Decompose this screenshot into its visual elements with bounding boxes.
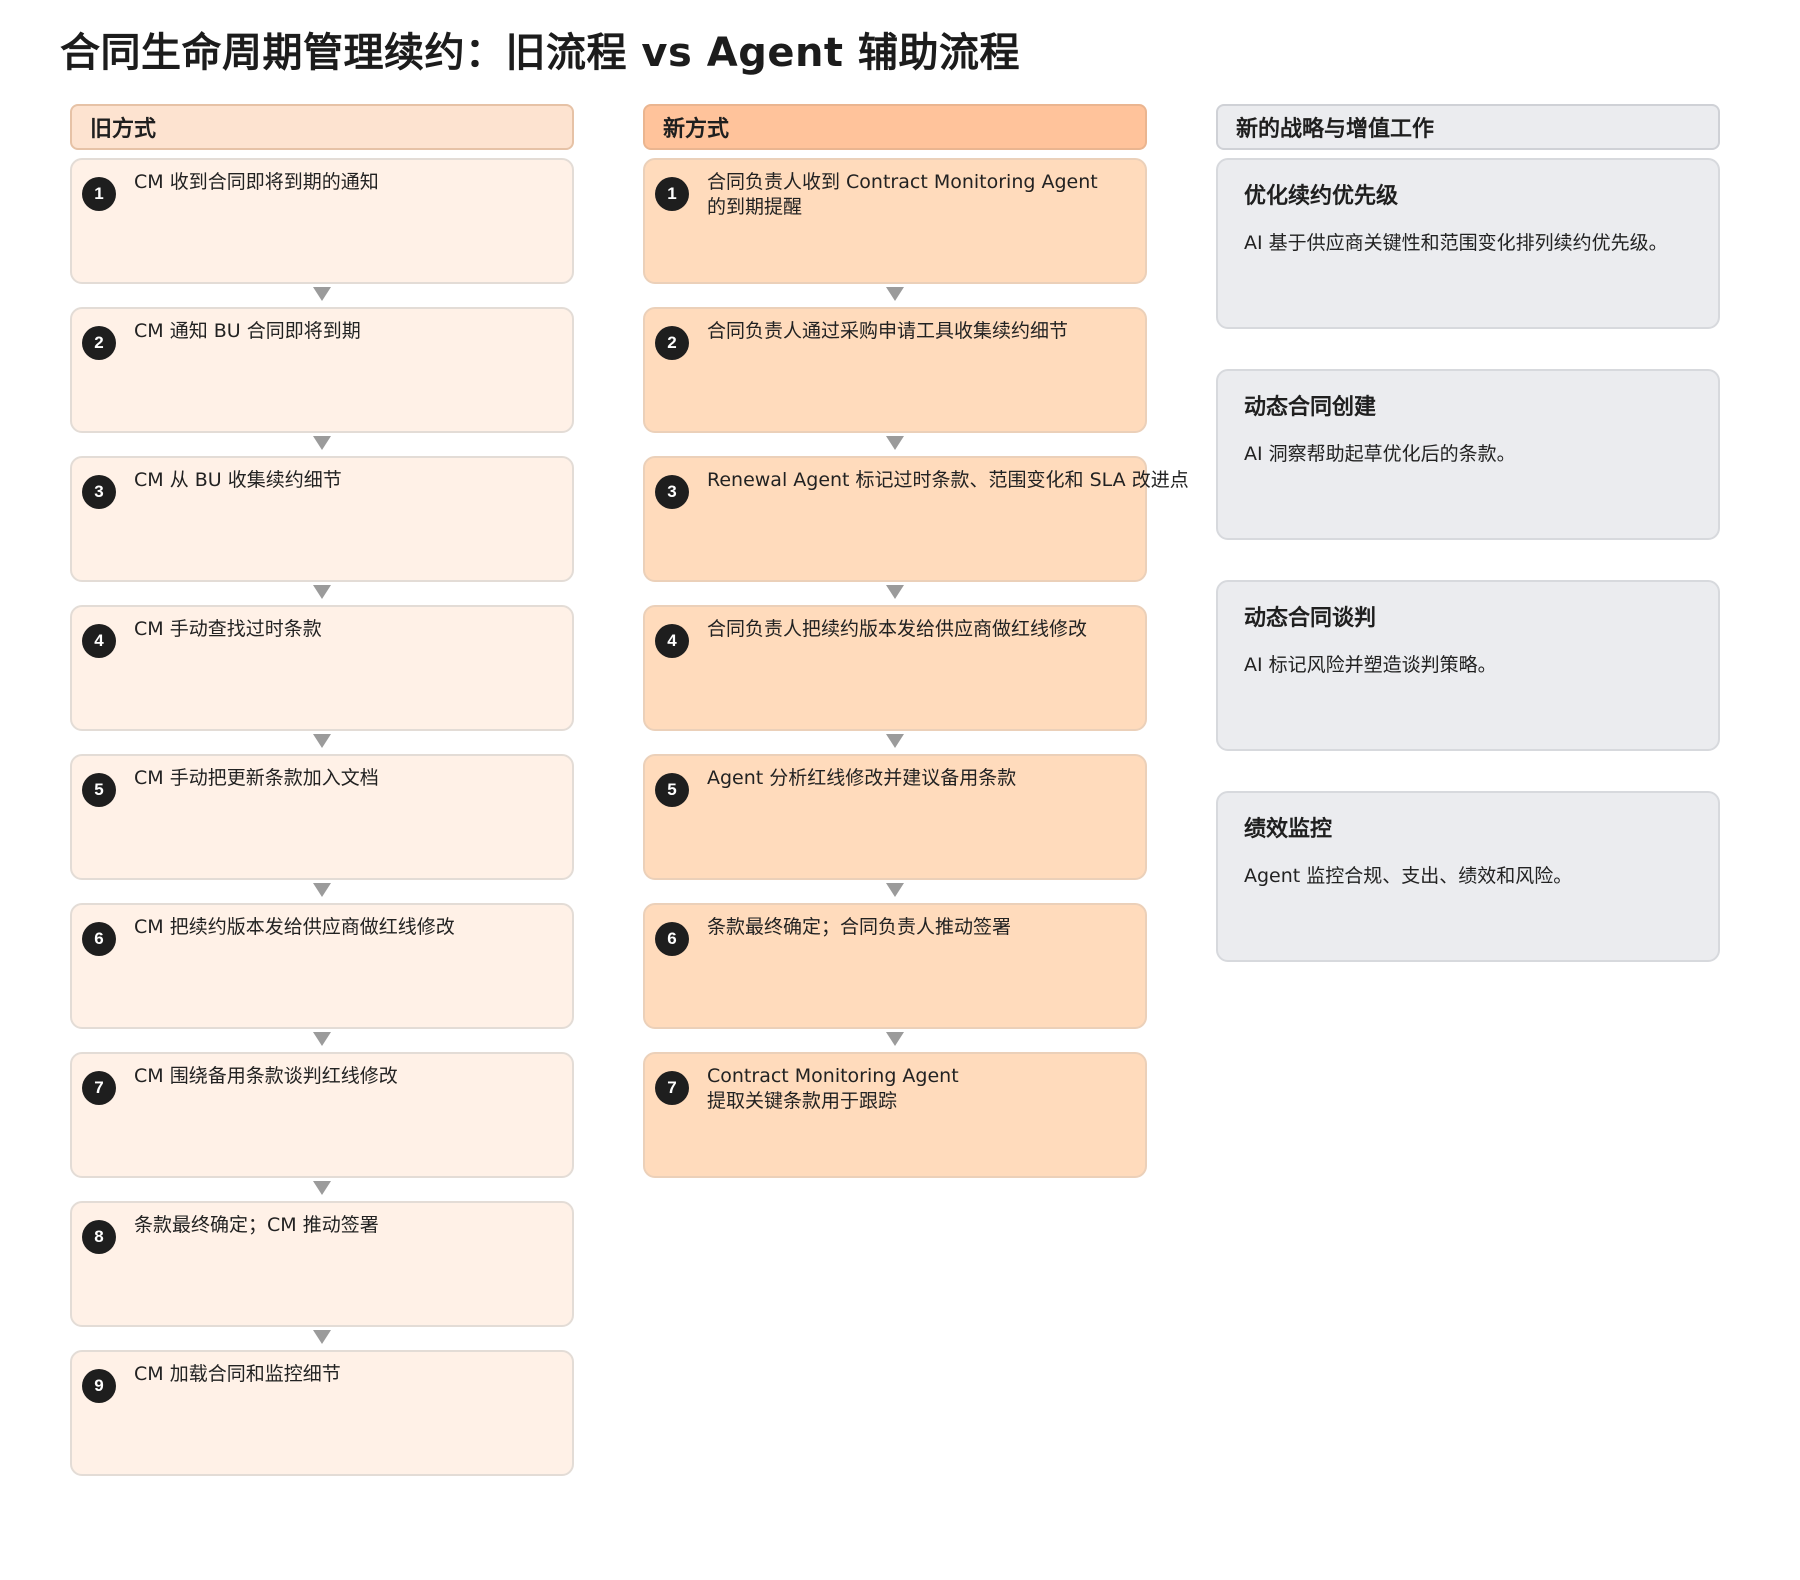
new-step: 4 合同负责人把续约版本发给供应商做红线修改 bbox=[643, 605, 1147, 748]
page-title: 合同生命周期管理续约：旧流程 vs Agent 辅助流程 bbox=[60, 30, 1020, 76]
old-way-header: 旧方式 bbox=[70, 104, 574, 150]
step-number-badge: 3 bbox=[655, 475, 689, 509]
step-text: 合同负责人收到 Contract Monitoring Agent 的到期提醒 bbox=[707, 171, 1098, 218]
down-arrow-icon bbox=[886, 883, 904, 897]
strategic-work-column: 新的战略与增值工作 优化续约优先级 AI 基于供应商关键性和范围变化排列续约优先… bbox=[1216, 104, 1720, 1002]
new-way-steps: 1 合同负责人收到 Contract Monitoring Agent 的到期提… bbox=[643, 158, 1189, 1178]
card-title: 动态合同谈判 bbox=[1244, 606, 1377, 631]
down-arrow-icon bbox=[313, 734, 331, 748]
old-step: 6 CM 把续约版本发给供应商做红线修改 bbox=[70, 903, 574, 1046]
strategic-cards: 优化续约优先级 AI 基于供应商关键性和范围变化排列续约优先级。 动态合同创建 … bbox=[1216, 158, 1720, 962]
step-number-badge: 3 bbox=[82, 475, 116, 509]
step-text: CM 通知 BU 合同即将到期 bbox=[134, 320, 361, 342]
step-text: 条款最终确定；合同负责人推动签署 bbox=[707, 916, 1012, 938]
new-step: 6 条款最终确定；合同负责人推动签署 bbox=[643, 903, 1147, 1046]
down-arrow-icon bbox=[313, 287, 331, 301]
step-text: CM 围绕备用条款谈判红线修改 bbox=[134, 1065, 398, 1087]
card-description: AI 基于供应商关键性和范围变化排列续约优先级。 bbox=[1244, 232, 1668, 254]
down-arrow-icon bbox=[886, 436, 904, 450]
down-arrow-icon bbox=[313, 1330, 331, 1344]
down-arrow-icon bbox=[313, 436, 331, 450]
down-arrow-icon bbox=[886, 1032, 904, 1046]
step-number-badge: 8 bbox=[82, 1220, 116, 1254]
strategic-card: 动态合同谈判 AI 标记风险并塑造谈判策略。 bbox=[1216, 580, 1720, 751]
strategic-card: 绩效监控 Agent 监控合规、支出、绩效和风险。 bbox=[1216, 791, 1720, 962]
step-number-badge: 1 bbox=[82, 177, 116, 211]
step-text: CM 手动把更新条款加入文档 bbox=[134, 767, 379, 789]
old-step: 8 条款最终确定；CM 推动签署 bbox=[70, 1201, 574, 1344]
new-way-header: 新方式 bbox=[643, 104, 1147, 150]
old-step: 2 CM 通知 BU 合同即将到期 bbox=[70, 307, 574, 450]
card-title: 绩效监控 bbox=[1244, 817, 1333, 842]
strategic-work-header: 新的战略与增值工作 bbox=[1216, 104, 1720, 150]
down-arrow-icon bbox=[313, 1181, 331, 1195]
step-number-badge: 2 bbox=[655, 326, 689, 360]
new-way-column: 新方式 1 合同负责人收到 Contract Monitoring Agent … bbox=[643, 104, 1189, 1178]
step-text: 条款最终确定；CM 推动签署 bbox=[134, 1214, 379, 1236]
step-number-badge: 1 bbox=[655, 177, 689, 211]
new-step: 1 合同负责人收到 Contract Monitoring Agent 的到期提… bbox=[643, 158, 1147, 301]
step-number-badge: 7 bbox=[82, 1071, 116, 1105]
step-text: 合同负责人通过采购申请工具收集续约细节 bbox=[707, 320, 1069, 342]
card-description: Agent 监控合规、支出、绩效和风险。 bbox=[1244, 865, 1573, 887]
strategic-card: 优化续约优先级 AI 基于供应商关键性和范围变化排列续约优先级。 bbox=[1216, 158, 1720, 329]
step-number-badge: 4 bbox=[82, 624, 116, 658]
down-arrow-icon bbox=[313, 883, 331, 897]
new-step: 2 合同负责人通过采购申请工具收集续约细节 bbox=[643, 307, 1147, 450]
card-description: AI 标记风险并塑造谈判策略。 bbox=[1244, 654, 1497, 676]
step-number-badge: 5 bbox=[82, 773, 116, 807]
old-step: 3 CM 从 BU 收集续约细节 bbox=[70, 456, 574, 599]
step-number-badge: 5 bbox=[655, 773, 689, 807]
step-text: Contract Monitoring Agent 提取关键条款用于跟踪 bbox=[707, 1065, 959, 1112]
step-number-badge: 6 bbox=[82, 922, 116, 956]
step-text: CM 收到合同即将到期的通知 bbox=[134, 171, 379, 193]
old-step: 1 CM 收到合同即将到期的通知 bbox=[70, 158, 574, 301]
down-arrow-icon bbox=[886, 287, 904, 301]
step-number-badge: 7 bbox=[655, 1071, 689, 1105]
card-title: 动态合同创建 bbox=[1244, 395, 1377, 420]
new-step: 3 Renewal Agent 标记过时条款、范围变化和 SLA 改进点 bbox=[643, 456, 1189, 599]
down-arrow-icon bbox=[313, 1032, 331, 1046]
new-step: 7 Contract Monitoring Agent 提取关键条款用于跟踪 bbox=[643, 1052, 1147, 1178]
old-step: 5 CM 手动把更新条款加入文档 bbox=[70, 754, 574, 897]
step-text: 合同负责人把续约版本发给供应商做红线修改 bbox=[707, 618, 1088, 640]
step-text: Agent 分析红线修改并建议备用条款 bbox=[707, 767, 1017, 789]
down-arrow-icon bbox=[886, 734, 904, 748]
old-step: 7 CM 围绕备用条款谈判红线修改 bbox=[70, 1052, 574, 1195]
old-way-column: 旧方式 1 CM 收到合同即将到期的通知 2 CM 通知 BU 合同即将到期 3… bbox=[70, 104, 574, 1476]
step-number-badge: 6 bbox=[655, 922, 689, 956]
down-arrow-icon bbox=[313, 585, 331, 599]
step-text: CM 从 BU 收集续约细节 bbox=[134, 469, 342, 491]
old-way-steps: 1 CM 收到合同即将到期的通知 2 CM 通知 BU 合同即将到期 3 CM … bbox=[70, 158, 574, 1476]
step-number-badge: 2 bbox=[82, 326, 116, 360]
step-number-badge: 9 bbox=[82, 1369, 116, 1403]
old-step: 9 CM 加载合同和监控细节 bbox=[70, 1350, 574, 1476]
step-text: Renewal Agent 标记过时条款、范围变化和 SLA 改进点 bbox=[707, 469, 1189, 491]
card-description: AI 洞察帮助起草优化后的条款。 bbox=[1244, 443, 1516, 465]
step-text: CM 加载合同和监控细节 bbox=[134, 1363, 341, 1385]
new-step: 5 Agent 分析红线修改并建议备用条款 bbox=[643, 754, 1147, 897]
down-arrow-icon bbox=[886, 585, 904, 599]
card-title: 优化续约优先级 bbox=[1244, 184, 1399, 209]
old-step: 4 CM 手动查找过时条款 bbox=[70, 605, 574, 748]
step-text: CM 手动查找过时条款 bbox=[134, 618, 322, 640]
step-text: CM 把续约版本发给供应商做红线修改 bbox=[134, 916, 455, 938]
strategic-card: 动态合同创建 AI 洞察帮助起草优化后的条款。 bbox=[1216, 369, 1720, 540]
step-number-badge: 4 bbox=[655, 624, 689, 658]
